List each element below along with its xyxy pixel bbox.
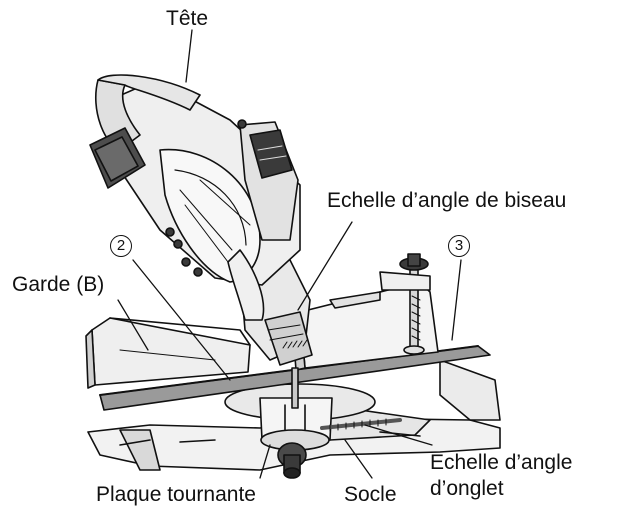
label-garde-b: Garde (B)	[12, 273, 105, 296]
leader-garde-b	[117, 299, 149, 351]
callout-3: 3	[448, 235, 470, 257]
clamp	[379, 253, 431, 355]
label-echelle-angle-biseau: Echelle d’angle de biseau	[327, 189, 567, 212]
turntable	[224, 383, 376, 479]
leader-callout-3	[451, 259, 462, 341]
saw-head	[89, 74, 301, 321]
label-tete: Tête	[166, 7, 209, 30]
left-support	[85, 317, 251, 389]
leader-echelle-biseau	[297, 221, 353, 311]
leader-tete	[185, 29, 193, 83]
label-echelle-angle-onglet-line2: d’onglet	[430, 477, 504, 500]
label-plaque-tournante: Plaque tournante	[96, 483, 256, 506]
leader-lines	[117, 29, 462, 479]
miter-scale	[320, 418, 402, 432]
label-echelle-angle-onglet-line1: Echelle d’angle	[430, 451, 573, 474]
leader-callout-2	[132, 259, 231, 381]
callout-2: 2	[110, 235, 132, 257]
label-socle: Socle	[344, 483, 397, 506]
leader-socle	[344, 439, 373, 479]
leader-plaque-tournante	[259, 444, 271, 479]
leader-echelle-onglet	[364, 424, 433, 446]
